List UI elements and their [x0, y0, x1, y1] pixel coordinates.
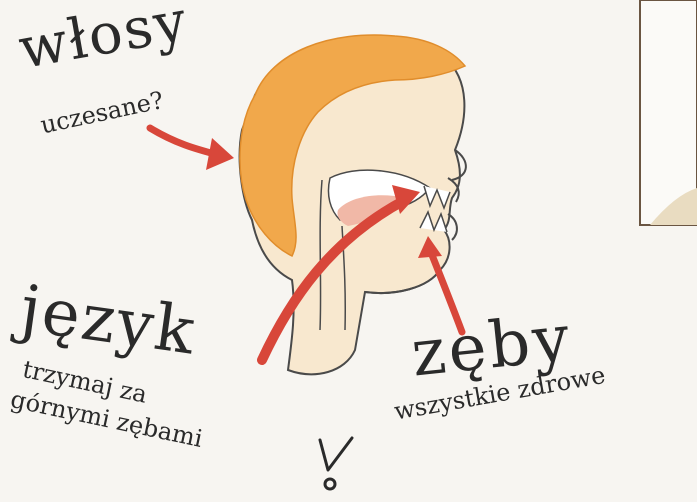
photo-corner	[640, 0, 697, 225]
exclamation-icon	[312, 432, 358, 494]
hair-arrow	[150, 128, 234, 170]
